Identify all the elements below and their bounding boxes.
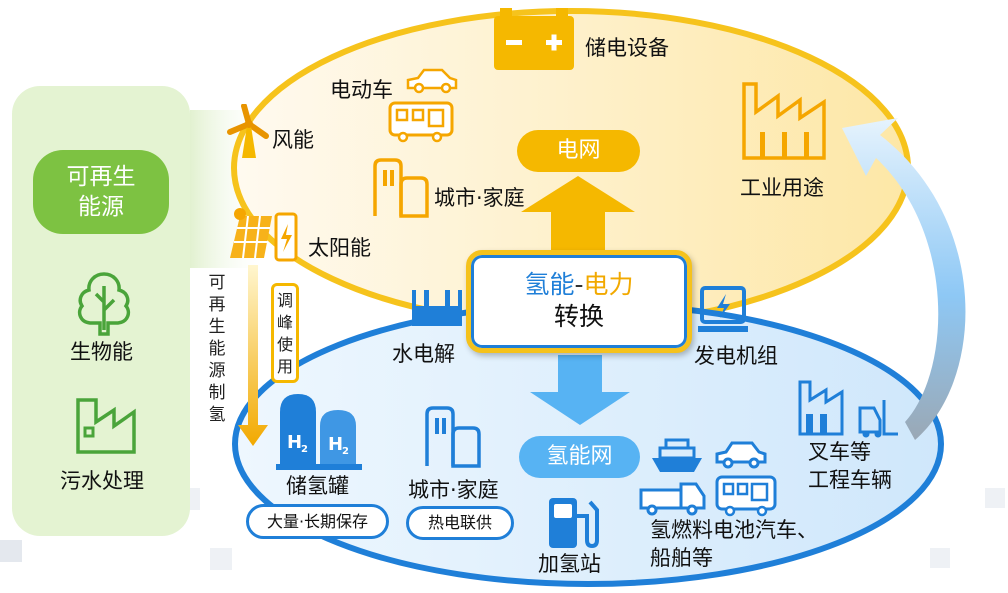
peak-shaving-box: 调峰使用 <box>271 283 299 383</box>
truck-icon <box>639 482 706 516</box>
electrolysis-icon <box>412 290 462 326</box>
conversion-label: 转换 <box>553 302 604 331</box>
electrolysis-label: 水电解 <box>392 342 455 366</box>
tree-icon <box>77 272 131 336</box>
wind-label: 风能 <box>272 128 314 152</box>
forklift-factory-icon <box>798 380 898 438</box>
grid-label: 电网 <box>556 138 601 163</box>
ev-label: 电动车 <box>330 78 393 102</box>
renewable-hydrogen-label: 可再生能源制氢 <box>208 273 226 425</box>
industry-icon <box>742 82 826 160</box>
solar-panel-icon <box>230 208 298 262</box>
tank-badge: 大量·长期保存 <box>246 504 389 539</box>
grid-badge: 电网 <box>517 130 640 172</box>
svg-text:H: H <box>328 434 343 455</box>
hydrogen-tank-icon: H 2 H 2 <box>276 394 362 470</box>
renewable-badge: 可再生 能源 <box>33 150 169 234</box>
car-icon-blue <box>715 441 767 469</box>
bus-icon <box>388 101 454 143</box>
battery-icon <box>494 8 574 70</box>
svg-text:2: 2 <box>342 446 349 457</box>
tank-badge-label: 大量·长期保存 <box>266 512 369 531</box>
fuel-pump-icon <box>549 498 599 549</box>
biomass-label: 生物能 <box>70 340 133 364</box>
peak-shaving-label: 调峰使用 <box>276 291 293 376</box>
hydrogen-grid-label: 氢能网 <box>546 444 613 469</box>
city-home-label-bottom: 城市·家庭 <box>408 478 499 502</box>
industry-label: 工业用途 <box>740 176 824 200</box>
hydrogen-station-label: 加氢站 <box>538 552 601 576</box>
ship-icon <box>652 438 702 472</box>
conversion-power: 电力 <box>583 270 634 299</box>
generator-label: 发电机组 <box>694 344 778 368</box>
storage-device-label: 储电设备 <box>585 36 669 60</box>
conversion-box: 氢能-电力 转换 <box>466 250 692 353</box>
svg-text:2: 2 <box>301 444 308 455</box>
renewable-title-line2: 能源 <box>78 194 124 220</box>
bus-icon-blue <box>715 475 777 517</box>
city-building-icon <box>373 158 429 218</box>
chp-badge: 热电联供 <box>406 506 514 540</box>
generator-icon <box>698 286 748 332</box>
hydrogen-grid-badge: 氢能网 <box>519 436 640 478</box>
chp-badge-label: 热电联供 <box>427 513 492 532</box>
conversion-hydrogen: 氢能 <box>524 270 575 299</box>
svg-text:H: H <box>287 432 302 453</box>
hydrogen-tank-label: 储氢罐 <box>286 474 349 498</box>
renewable-title-line1: 可再生 <box>66 164 136 190</box>
sewage-label: 污水处理 <box>60 469 144 493</box>
factory-icon <box>76 398 136 454</box>
city-building-icon-blue <box>425 406 481 468</box>
fuel-cell-vehicles-label-line1: 氢燃料电池汽车、 <box>650 518 818 542</box>
solar-label: 太阳能 <box>308 236 371 260</box>
conversion-dash: - <box>574 270 584 299</box>
city-home-label-top: 城市·家庭 <box>434 186 525 210</box>
car-icon <box>406 68 458 94</box>
forklift-label-line2: 工程车辆 <box>808 468 892 492</box>
forklift-label-line1: 叉车等 <box>808 440 871 464</box>
fuel-cell-vehicles-label-line2: 船舶等 <box>650 546 713 570</box>
wind-turbine-icon <box>227 104 269 158</box>
